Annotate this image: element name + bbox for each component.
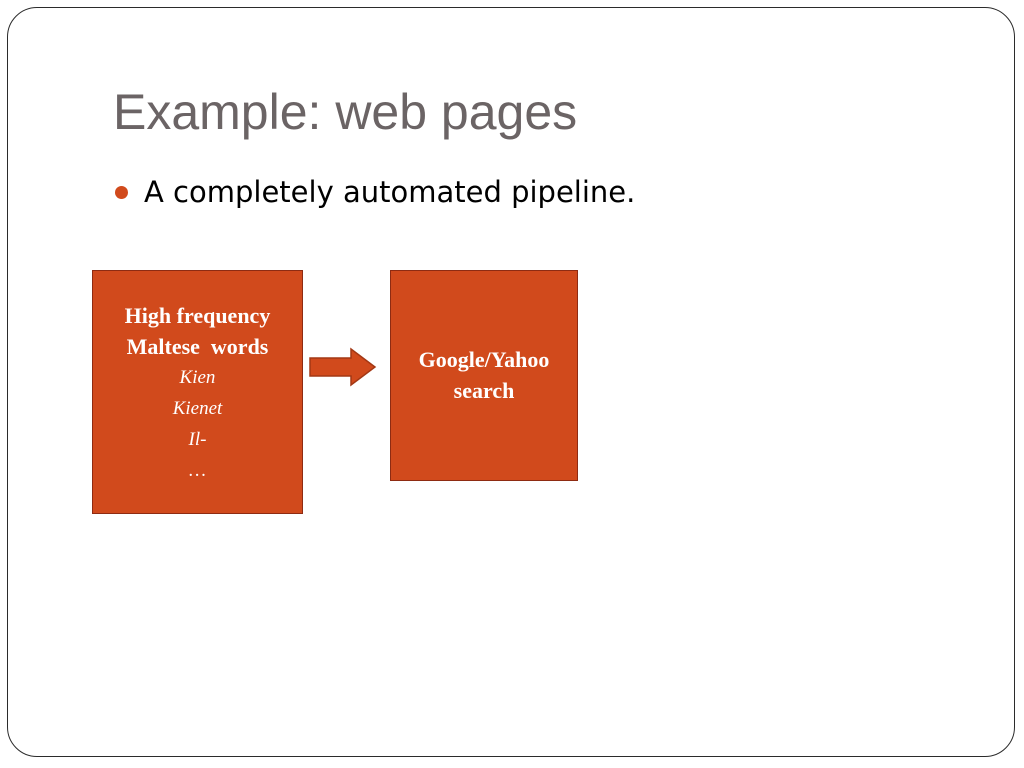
target-box: Google/Yahoo search	[390, 270, 578, 481]
right-arrow-shape	[309, 347, 377, 387]
source-box-heading-line-2: Maltese words	[126, 334, 269, 359]
bullet-text: A completely automated pipeline.	[144, 174, 636, 209]
source-box-ellipsis: …	[189, 460, 206, 481]
source-box-word-3: Il-	[188, 429, 207, 450]
slide-title: Example: web pages	[113, 84, 578, 140]
source-box-word-2: Kienet	[172, 398, 223, 419]
source-box: High frequency Maltese words Kien Kienet…	[92, 270, 303, 514]
target-box-line-2: search	[453, 378, 515, 403]
right-arrow-icon	[309, 347, 377, 387]
source-box-heading-line-1: High frequency	[124, 303, 271, 328]
target-box-line-1: Google/Yahoo	[418, 347, 550, 372]
circle-bullet-icon	[115, 185, 128, 199]
source-box-word-1: Kien	[179, 367, 216, 388]
bullet-item: A completely automated pipeline.	[115, 170, 635, 214]
